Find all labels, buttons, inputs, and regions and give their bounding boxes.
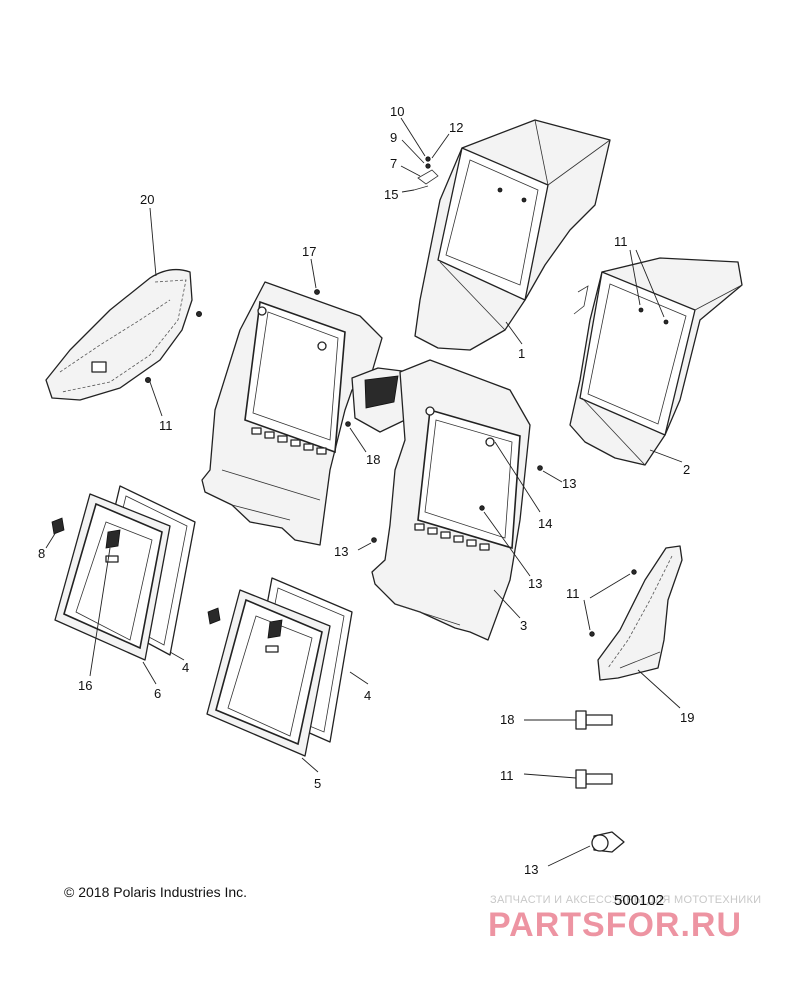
copyright-text: © 2018 Polaris Industries Inc. <box>64 884 248 900</box>
callout-11-c: 11 <box>566 586 580 601</box>
callout-5: 5 <box>314 776 321 791</box>
callout-13-d: 13 <box>524 862 538 877</box>
watermark-logo: PARTSFOR.RU <box>488 906 743 944</box>
left-panel-vents <box>251 427 327 455</box>
callout-17: 17 <box>302 244 316 259</box>
fastener-11: 11 <box>500 768 613 789</box>
callout-8: 9 <box>390 130 397 145</box>
callout-11-d: 11 <box>500 768 514 783</box>
callout-19: 19 <box>680 710 694 725</box>
watermark-tagline: ЗАПЧАСТИ И АКСЕССУАРЫ ДЛЯ МОТОТЕХНИКИ <box>490 894 762 906</box>
callout-16: 16 <box>78 678 92 693</box>
callout-15: 15 <box>384 187 398 202</box>
callout-6: 6 <box>154 686 161 701</box>
part-2-storage-box: 11 2 <box>569 234 743 477</box>
part-19-side-trim: 11 19 <box>566 545 694 725</box>
callout-20: 20 <box>140 192 154 207</box>
part-20-side-trim: 20 11 <box>45 192 202 433</box>
fastener-13: 13 <box>524 831 625 877</box>
bracket-hardware: 10 9 12 7 15 <box>384 104 463 202</box>
part-3-right-dash-panel: 3 13 14 13 13 <box>334 359 576 641</box>
left-dash-panel: 17 <box>201 244 383 546</box>
callout-4-b: 4 <box>364 688 371 703</box>
callout-12: 12 <box>449 120 463 135</box>
right-panel-vents <box>414 523 490 551</box>
callout-1: 1 <box>518 346 525 361</box>
callout-13-a: 13 <box>562 476 576 491</box>
center-duct: 18 <box>345 367 411 467</box>
callout-10: 8 <box>38 546 45 561</box>
callout-3: 3 <box>520 618 527 633</box>
callout-13-b: 13 <box>528 576 542 591</box>
part-6-door-left: 4 6 16 8 <box>38 485 196 701</box>
callout-18-a: 18 <box>366 452 380 467</box>
fastener-18: 18 <box>500 710 613 730</box>
callout-11-a: 11 <box>159 418 173 433</box>
callout-9: 10 <box>390 104 404 119</box>
callout-13-c: 13 <box>334 544 348 559</box>
callout-18-b: 18 <box>500 712 514 727</box>
callout-4-a: 4 <box>182 660 189 675</box>
callout-2: 2 <box>683 462 690 477</box>
part-1-storage-box: 1 <box>414 119 611 361</box>
callout-11-b: 11 <box>614 234 628 249</box>
part-5-door-center: 4 5 <box>206 577 371 791</box>
figure-number: 500102 <box>614 892 665 909</box>
callout-14: 14 <box>538 516 552 531</box>
callout-7: 7 <box>390 156 397 171</box>
